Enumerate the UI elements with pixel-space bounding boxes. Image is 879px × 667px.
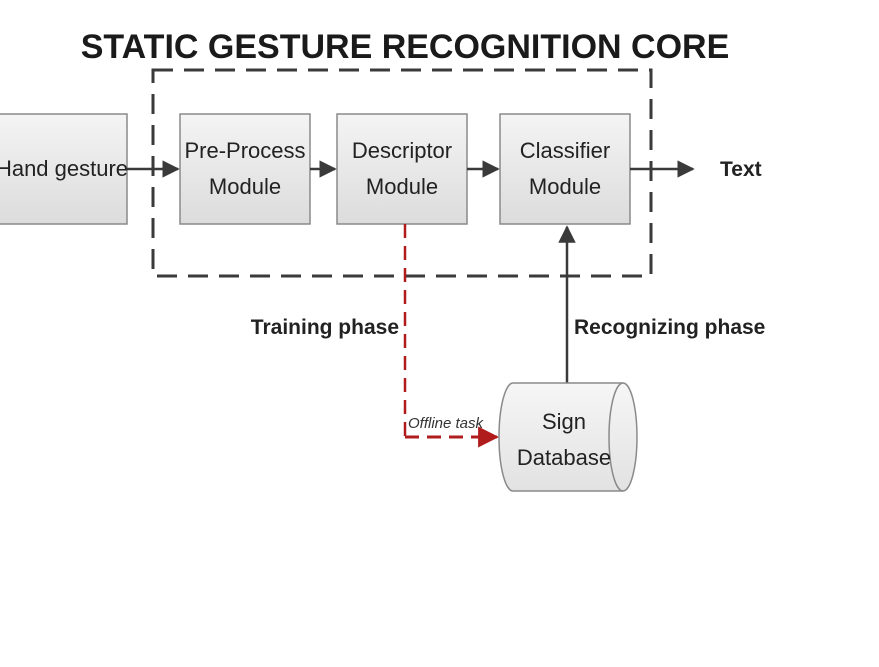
offline-task-label: Offline task <box>408 415 485 432</box>
preprocess-module-line1: Pre-Process <box>184 138 305 163</box>
diagram-title: STATIC GESTURE RECOGNITION CORE <box>81 28 730 66</box>
descriptor-module-line1: Descriptor <box>352 138 452 163</box>
descriptor-module: Descriptor Module <box>336 113 468 225</box>
preprocess-module: Pre-Process Module <box>179 113 311 225</box>
training-phase-label: Training phase <box>251 316 399 339</box>
classifier-module: Classifier Module <box>499 113 631 225</box>
output-node-text: Text <box>720 158 762 181</box>
recognizing-phase-label: Recognizing phase <box>574 316 765 339</box>
classifier-module-line1: Classifier <box>520 138 610 163</box>
core-dashed-frame <box>151 68 653 278</box>
classifier-module-line2: Module <box>529 174 601 199</box>
sign-database-line2: Database <box>517 445 611 470</box>
input-node-label: Hand gesture <box>0 156 128 181</box>
sign-database-line1: Sign <box>542 409 586 434</box>
descriptor-module-line2: Module <box>366 174 438 199</box>
preprocess-module-line2: Module <box>209 174 281 199</box>
sign-database: Sign Database <box>498 382 638 492</box>
input-node-hand-gesture: Hand gesture <box>0 113 128 225</box>
